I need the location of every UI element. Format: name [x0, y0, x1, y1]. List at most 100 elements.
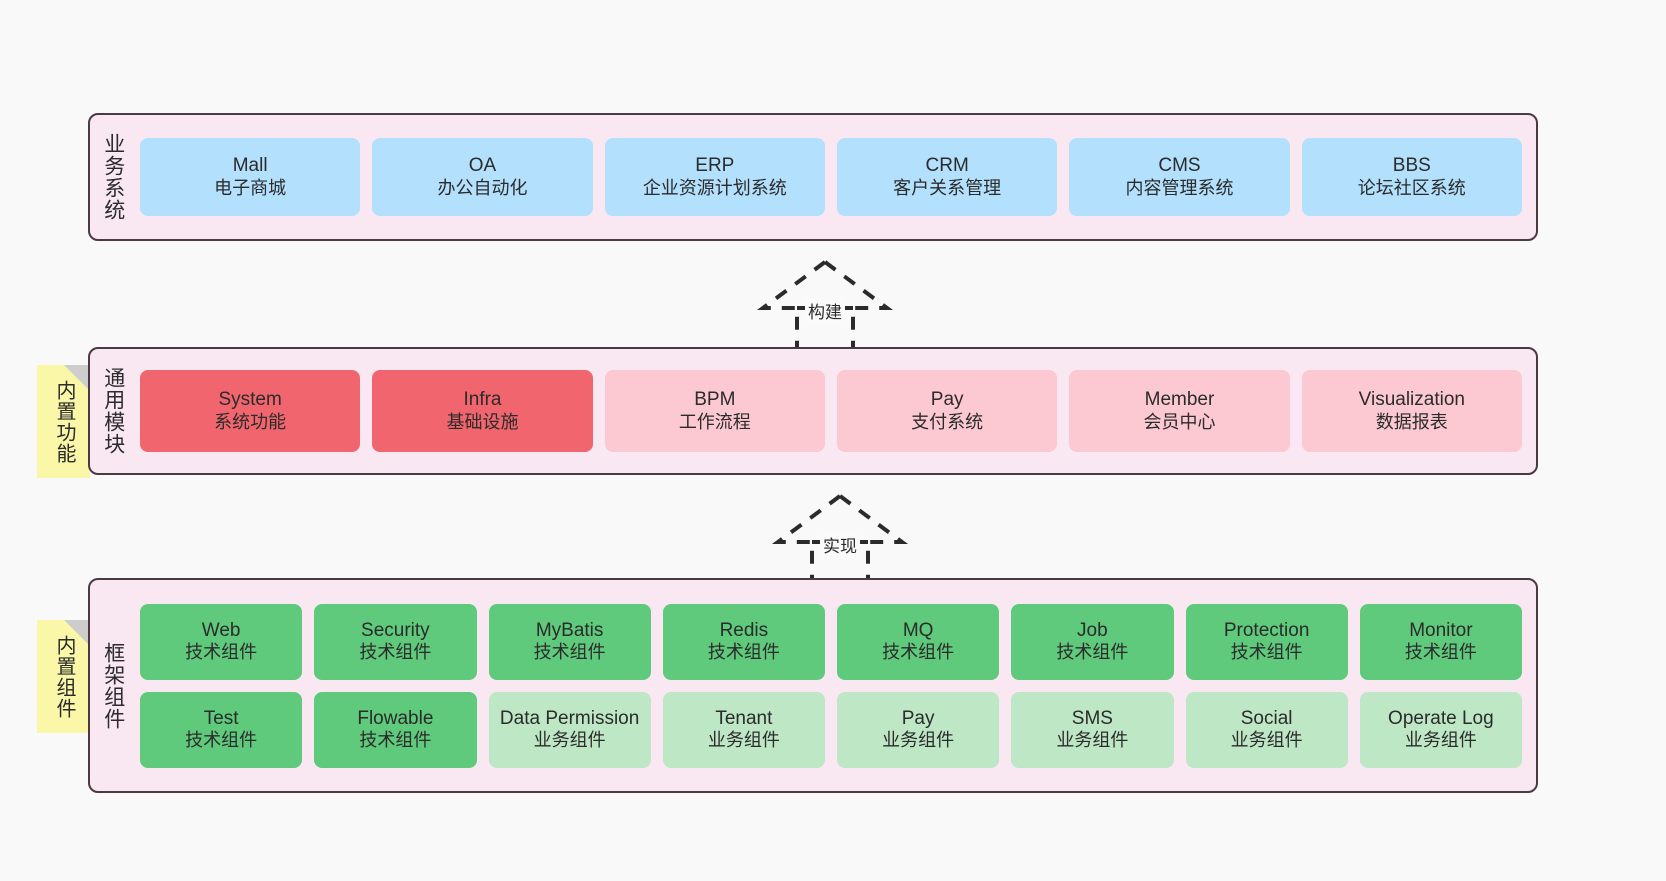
box-system-cn: 系统功能 [214, 411, 287, 432]
box-oa[interactable]: OA 办公自动化 [372, 138, 593, 216]
box-infra[interactable]: Infra 基础设施 [372, 370, 593, 452]
box-pay-component[interactable]: Pay 业务组件 [837, 691, 1000, 768]
box-mq-cn: 技术组件 [882, 642, 955, 663]
connector-implement-label: 实现 [820, 532, 860, 557]
box-security-cn: 技术组件 [359, 642, 432, 663]
box-visualization[interactable]: Visualization 数据报表 [1301, 370, 1522, 452]
sticky-note-builtin-component: 内置组件 [37, 620, 90, 733]
box-bpm-en: BPM [694, 389, 736, 411]
connector-implement: 实现 [765, 492, 915, 588]
box-oa-cn: 办公自动化 [437, 177, 528, 198]
box-oa-en: OA [468, 155, 497, 177]
box-infra-en: Infra [463, 389, 502, 411]
box-data-permission[interactable]: Data Permission 业务组件 [488, 691, 651, 768]
connector-build-label: 构建 [805, 298, 845, 323]
box-bbs-en: BBS [1392, 155, 1431, 177]
box-mall[interactable]: Mall 电子商城 [140, 138, 361, 216]
box-security[interactable]: Security 技术组件 [314, 603, 477, 680]
box-erp-en: ERP [695, 155, 735, 177]
box-pay-module-cn: 支付系统 [911, 411, 984, 432]
box-web[interactable]: Web 技术组件 [140, 603, 303, 680]
box-crm-en: CRM [925, 155, 969, 177]
box-protection-cn: 技术组件 [1230, 642, 1303, 663]
connector-build: 构建 [750, 258, 900, 354]
box-redis[interactable]: Redis 技术组件 [662, 603, 825, 680]
box-mall-en: Mall [232, 155, 268, 177]
box-pay-module[interactable]: Pay 支付系统 [836, 370, 1058, 452]
box-bbs[interactable]: BBS 论坛社区系统 [1301, 138, 1522, 216]
box-sms[interactable]: SMS 业务组件 [1011, 691, 1174, 768]
box-bpm-cn: 工作流程 [678, 411, 751, 432]
box-bpm[interactable]: BPM 工作流程 [604, 370, 825, 452]
layer-business-system-label: 业务系统 [101, 133, 125, 221]
box-tenant-cn: 业务组件 [707, 730, 780, 751]
box-web-cn: 技术组件 [185, 642, 258, 663]
box-operate-log-en: Operate Log [1388, 707, 1494, 729]
layer-business-system: 业务系统 Mall 电子商城 OA 办公自动化 ERP 企业资源计划系统 CRM… [88, 113, 1538, 241]
framework-row-business: Test 技术组件 Flowable 技术组件 Data Permission … [140, 691, 1522, 768]
box-pay-component-en: Pay [901, 707, 935, 729]
framework-row-tech: Web 技术组件 Security 技术组件 MyBatis 技术组件 Redi… [140, 603, 1522, 680]
box-mybatis-en: MyBatis [535, 619, 604, 641]
box-test[interactable]: Test 技术组件 [140, 691, 303, 768]
layer-general-module-label: 通用模块 [101, 367, 125, 455]
layer-framework-component-items: Web 技术组件 Security 技术组件 MyBatis 技术组件 Redi… [136, 580, 1536, 791]
box-member-cn: 会员中心 [1143, 411, 1216, 432]
box-pay-component-cn: 业务组件 [882, 730, 955, 751]
sticky-fold-corner-icon [64, 620, 90, 646]
box-mall-cn: 电子商城 [214, 177, 287, 198]
box-social[interactable]: Social 业务组件 [1185, 691, 1348, 768]
layer-framework-component: 框架组件 Web 技术组件 Security 技术组件 MyBatis 技术组件… [88, 578, 1538, 793]
box-operate-log[interactable]: Operate Log 业务组件 [1359, 691, 1522, 768]
box-data-permission-cn: 业务组件 [533, 730, 606, 751]
layer-general-module-items: System 系统功能 Infra 基础设施 BPM 工作流程 Pay 支付系统… [136, 349, 1536, 473]
box-member[interactable]: Member 会员中心 [1069, 370, 1290, 452]
layer-general-module: 通用模块 System 系统功能 Infra 基础设施 BPM 工作流程 Pay… [88, 347, 1538, 475]
box-visualization-cn: 数据报表 [1375, 411, 1448, 432]
box-sms-cn: 业务组件 [1056, 730, 1129, 751]
box-monitor-cn: 技术组件 [1404, 642, 1477, 663]
layer-framework-component-label: 框架组件 [101, 641, 125, 730]
box-job-en: Job [1077, 619, 1108, 641]
box-job[interactable]: Job 技术组件 [1011, 603, 1174, 680]
box-mq-en: MQ [902, 619, 934, 641]
box-cms-cn: 内容管理系统 [1125, 177, 1234, 198]
box-social-cn: 业务组件 [1230, 730, 1303, 751]
box-protection[interactable]: Protection 技术组件 [1185, 603, 1348, 680]
sticky-note-builtin-function-label: 内置功能 [53, 379, 75, 464]
box-test-en: Test [203, 707, 239, 729]
box-redis-en: Redis [719, 619, 769, 641]
box-flowable-cn: 技术组件 [359, 730, 432, 751]
box-pay-module-en: Pay [930, 389, 964, 411]
box-crm-cn: 客户关系管理 [893, 177, 1002, 198]
box-system-en: System [218, 389, 282, 411]
box-mq[interactable]: MQ 技术组件 [837, 603, 1000, 680]
box-security-en: Security [361, 619, 430, 641]
box-test-cn: 技术组件 [185, 730, 258, 751]
box-flowable[interactable]: Flowable 技术组件 [314, 691, 477, 768]
sticky-note-builtin-component-label: 内置组件 [53, 634, 75, 719]
sticky-fold-corner-icon [64, 365, 90, 391]
box-member-en: Member [1144, 389, 1215, 411]
box-erp-cn: 企业资源计划系统 [642, 177, 787, 198]
box-mybatis[interactable]: MyBatis 技术组件 [488, 603, 651, 680]
box-protection-en: Protection [1223, 619, 1310, 641]
box-erp[interactable]: ERP 企业资源计划系统 [604, 138, 825, 216]
box-flowable-en: Flowable [357, 707, 434, 729]
box-cms-en: CMS [1158, 155, 1201, 177]
box-mybatis-cn: 技术组件 [533, 642, 606, 663]
box-system[interactable]: System 系统功能 [140, 370, 361, 452]
box-tenant[interactable]: Tenant 业务组件 [662, 691, 825, 768]
box-redis-cn: 技术组件 [707, 642, 780, 663]
box-visualization-en: Visualization [1358, 389, 1465, 411]
box-data-permission-en: Data Permission [499, 707, 640, 729]
box-cms[interactable]: CMS 内容管理系统 [1069, 138, 1290, 216]
box-crm[interactable]: CRM 客户关系管理 [836, 138, 1058, 216]
box-bbs-cn: 论坛社区系统 [1357, 177, 1466, 198]
box-monitor-en: Monitor [1409, 619, 1473, 641]
box-infra-cn: 基础设施 [446, 411, 519, 432]
box-monitor[interactable]: Monitor 技术组件 [1359, 603, 1522, 680]
box-job-cn: 技术组件 [1056, 642, 1129, 663]
box-web-en: Web [201, 619, 241, 641]
